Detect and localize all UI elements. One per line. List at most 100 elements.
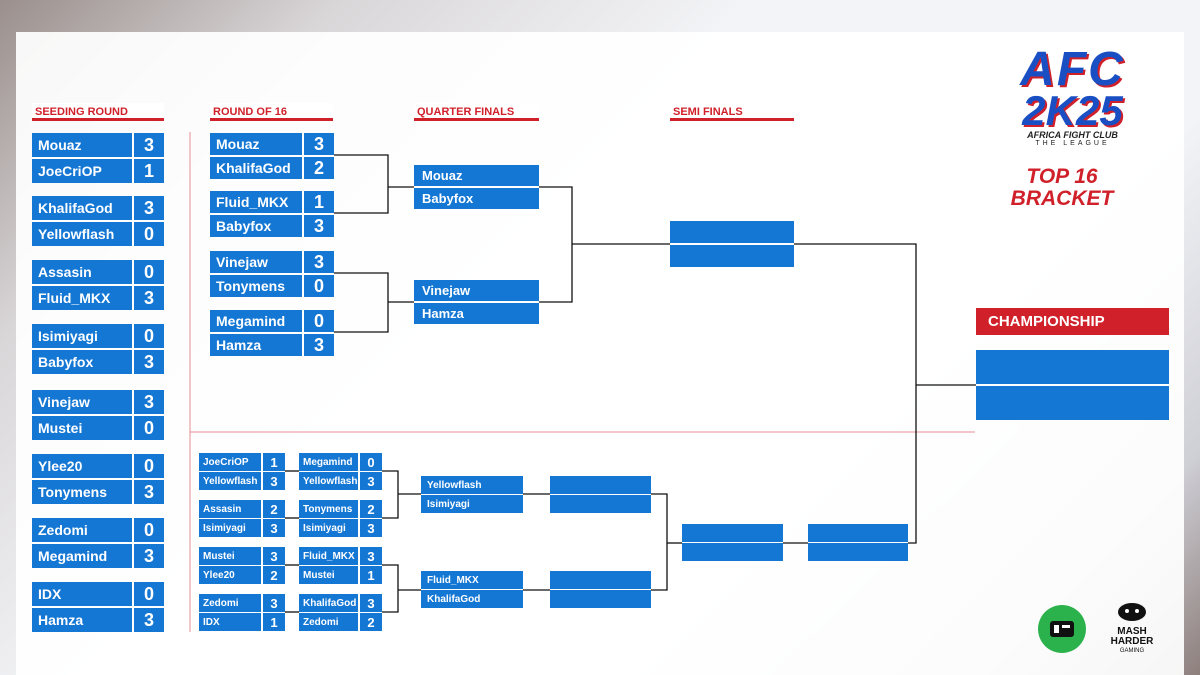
player-name: Isimiyagi — [38, 328, 98, 344]
player-name: Vinejaw — [422, 283, 471, 298]
player-score: 3 — [261, 472, 285, 490]
player-name: Tonymens — [216, 278, 285, 294]
player-name: Tonymens — [303, 503, 353, 515]
player-score: 3 — [132, 544, 164, 568]
header-quarter-finals: QUARTER FINALS — [414, 103, 539, 121]
player-score: 3 — [261, 547, 285, 565]
player-score: 3 — [302, 133, 334, 155]
player-score: 0 — [132, 416, 164, 440]
player-score: 2 — [358, 500, 382, 518]
player-score: 1 — [132, 159, 164, 183]
player-name: Yellowflash — [38, 226, 115, 242]
player-name: Vinejaw — [38, 394, 90, 410]
header-round-of-16: ROUND OF 16 — [210, 103, 333, 121]
player-score: 1 — [358, 566, 382, 584]
player-name: Tonymens — [38, 484, 107, 500]
player-score: 0 — [132, 518, 164, 542]
seeding-match: Vinejaw 3 Mustei 0 — [32, 390, 164, 440]
bracket-title-line2: BRACKET — [1010, 187, 1114, 210]
player-score: 3 — [302, 215, 334, 237]
player-score: 0 — [132, 260, 164, 284]
player-name: Megamind — [303, 456, 353, 468]
qf-match: Mouaz Babyfox — [414, 165, 539, 209]
player-name: Ylee20 — [203, 569, 235, 581]
player-name: Fluid_MKX — [303, 550, 355, 562]
player-name: Mouaz — [216, 136, 260, 152]
top16-bracket-title: TOP 16 BRACKET — [1002, 166, 1122, 210]
player-score: 3 — [132, 133, 164, 157]
player-name: Megamind — [38, 548, 108, 564]
player-score: 3 — [132, 196, 164, 220]
player-score: 2 — [302, 157, 334, 179]
lower-r4-match — [550, 476, 651, 513]
header-championship: CHAMPIONSHIP — [976, 308, 1169, 335]
controller-icon — [1050, 621, 1074, 637]
player-score: 3 — [358, 519, 382, 537]
lower-r4-match — [550, 571, 651, 608]
player-score: 2 — [358, 613, 382, 631]
player-score: 3 — [358, 594, 382, 612]
r16-match: Mouaz 3 KhalifaGod 2 — [210, 133, 334, 179]
player-name: Assasin — [38, 264, 92, 280]
player-score: 3 — [358, 547, 382, 565]
player-name: IDX — [203, 616, 220, 628]
player-score: 3 — [132, 608, 164, 632]
lower-final-match — [808, 524, 908, 561]
afc-logo: AFC 2K25 AFRICA FIGHT CLUB THE LEAGUE — [985, 46, 1160, 148]
player-name: Isimiyagi — [427, 498, 470, 510]
player-name: Hamza — [38, 612, 84, 628]
player-name: Isimiyagi — [303, 522, 346, 534]
player-name: KhalifaGod — [216, 160, 291, 176]
player-score: 3 — [261, 594, 285, 612]
player-name: Yellowflash — [427, 479, 482, 491]
player-name: Hamza — [422, 306, 464, 321]
player-name: Fluid_MKX — [427, 574, 479, 586]
player-score: 3 — [302, 251, 334, 273]
player-name: KhalifaGod — [427, 593, 481, 605]
player-name: JoeCriOP — [203, 456, 249, 468]
player-name: Isimiyagi — [203, 522, 246, 534]
player-name: Hamza — [216, 337, 262, 353]
player-name: Zedomi — [303, 616, 339, 628]
player-name: Assasin — [203, 503, 242, 515]
player-name: Megamind — [216, 313, 286, 329]
header-semi-finals: SEMI FINALS — [670, 103, 794, 121]
qf-match: Vinejaw Hamza — [414, 280, 539, 324]
player-name: Yellowflash — [203, 475, 258, 487]
seeding-match: Mouaz 3 JoeCriOP 1 — [32, 133, 164, 183]
player-score: 0 — [132, 454, 164, 478]
player-score: 2 — [261, 500, 285, 518]
player-name: Yellowflash — [303, 475, 358, 487]
player-name: Mouaz — [38, 137, 82, 153]
player-name: Mustei — [38, 420, 83, 436]
player-name: Zedomi — [203, 597, 239, 609]
player-name: Babyfox — [38, 354, 94, 370]
player-score: 0 — [132, 222, 164, 246]
player-name: JoeCriOP — [38, 163, 102, 179]
lower-r5-match — [682, 524, 783, 561]
player-name: Fluid_MKX — [216, 194, 289, 210]
player-score: 0 — [302, 275, 334, 297]
sf-upper-match — [670, 221, 794, 267]
player-name: Fluid_MKX — [38, 290, 111, 306]
mash-label: MASH — [1117, 626, 1147, 637]
harder-label: HARDER — [1110, 636, 1154, 647]
player-name: Babyfox — [422, 191, 474, 206]
mash-harder-icon — [1118, 603, 1146, 621]
player-score: 1 — [302, 191, 334, 213]
sponsor-logo-left — [1038, 605, 1086, 653]
player-score: 3 — [132, 390, 164, 414]
bracket-title-line1: TOP 16 — [1026, 165, 1098, 188]
logo-league: THE LEAGUE — [1035, 140, 1110, 147]
logo-subtitle: AFRICA FIGHT CLUB — [1027, 130, 1118, 140]
